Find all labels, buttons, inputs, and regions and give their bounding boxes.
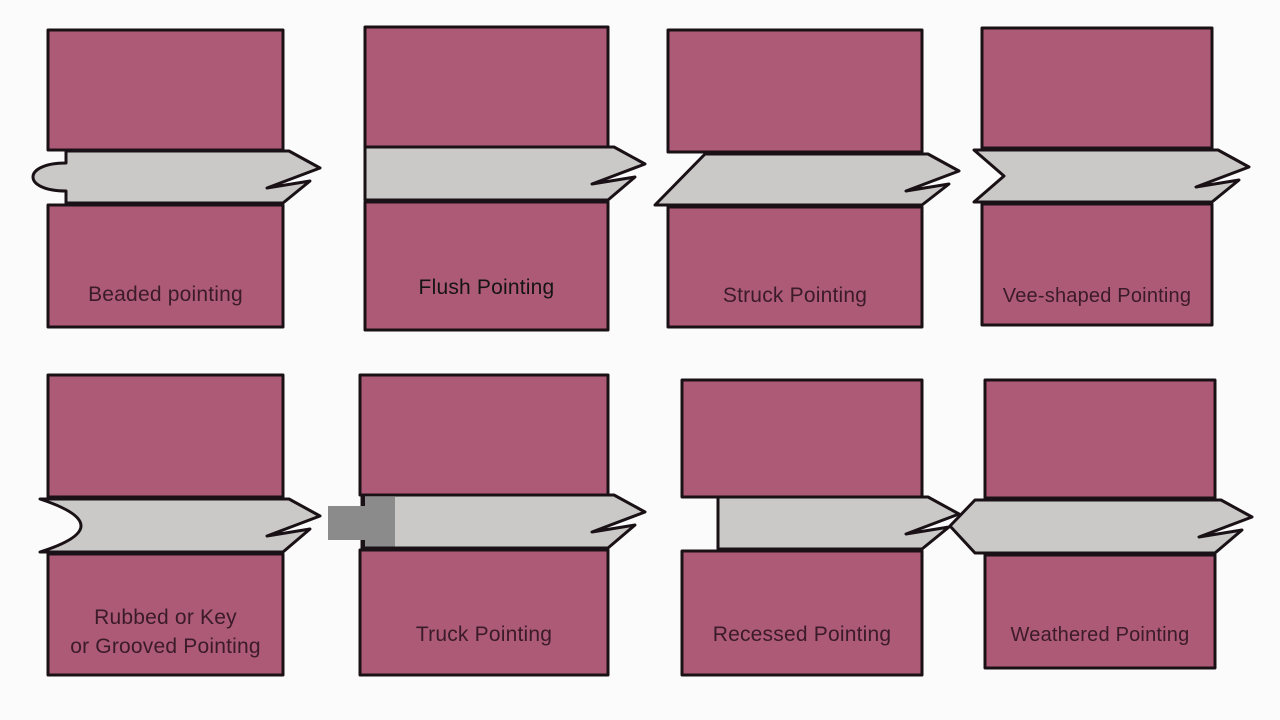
recessed-upper-brick xyxy=(680,378,924,499)
beaded-mortar-joint xyxy=(31,149,322,205)
panel-beaded xyxy=(31,28,322,329)
beaded-upper-brick xyxy=(46,28,285,152)
recessed-lower-brick xyxy=(680,549,924,677)
panel-truck xyxy=(328,373,647,677)
panel-vee xyxy=(972,26,1251,327)
weathered-upper-brick xyxy=(983,378,1217,500)
label-beaded-pointing: Beaded pointing xyxy=(48,281,283,309)
vee-lower-brick xyxy=(980,202,1214,327)
label-rubbed-key-grooved-pointing: Rubbed or Key or Grooved Pointing xyxy=(48,603,283,661)
truck-projection xyxy=(328,506,365,540)
label-text: Weathered Pointing xyxy=(1010,624,1190,646)
panel-flush xyxy=(363,25,647,332)
truck-upper-brick xyxy=(358,373,610,497)
beaded-lower-brick xyxy=(46,203,285,329)
label-recessed-pointing: Recessed Pointing xyxy=(682,621,922,649)
label-text: Flush Pointing xyxy=(418,276,555,299)
weathered-lower-brick xyxy=(983,553,1217,670)
struck-upper-brick xyxy=(666,28,924,154)
label-truck-pointing: Truck Pointing xyxy=(360,621,608,649)
label-text: Truck Pointing xyxy=(415,623,553,646)
panel-recessed xyxy=(680,378,961,677)
recessed-mortar-joint xyxy=(716,495,961,551)
flush-lower-brick xyxy=(363,200,610,332)
label-weathered-pointing: Weathered Pointing xyxy=(985,621,1215,649)
flush-mortar-joint xyxy=(363,145,647,202)
label-text: Recessed Pointing xyxy=(712,623,892,646)
label-text-line-2: or Grooved Pointing xyxy=(70,635,261,658)
rubbed-mortar-joint xyxy=(38,497,322,554)
label-struck-pointing: Struck Pointing xyxy=(668,282,922,310)
label-flush-pointing: Flush Pointing xyxy=(365,274,608,302)
label-text: Beaded pointing xyxy=(88,283,243,306)
vee-mortar-joint xyxy=(972,148,1251,204)
label-text: Vee-shaped Pointing xyxy=(1002,285,1192,307)
panel-rubbed xyxy=(38,373,322,677)
truck-mortar-joint xyxy=(360,493,647,550)
panel-struck xyxy=(653,28,961,329)
truck-filler-band xyxy=(363,497,395,547)
rubbed-upper-brick xyxy=(46,373,285,499)
truck-lower-brick xyxy=(358,548,610,677)
weathered-mortar-joint xyxy=(948,498,1254,555)
struck-lower-brick xyxy=(666,205,924,329)
label-vee-shaped-pointing: Vee-shaped Pointing xyxy=(982,282,1212,310)
flush-upper-brick xyxy=(363,25,610,149)
label-text: Struck Pointing xyxy=(722,284,868,307)
label-text-line-1: Rubbed or Key xyxy=(94,606,237,629)
vee-upper-brick xyxy=(980,26,1214,150)
panel-weathered xyxy=(948,378,1254,670)
rubbed-lower-brick xyxy=(46,552,285,677)
struck-mortar-joint xyxy=(653,152,961,207)
